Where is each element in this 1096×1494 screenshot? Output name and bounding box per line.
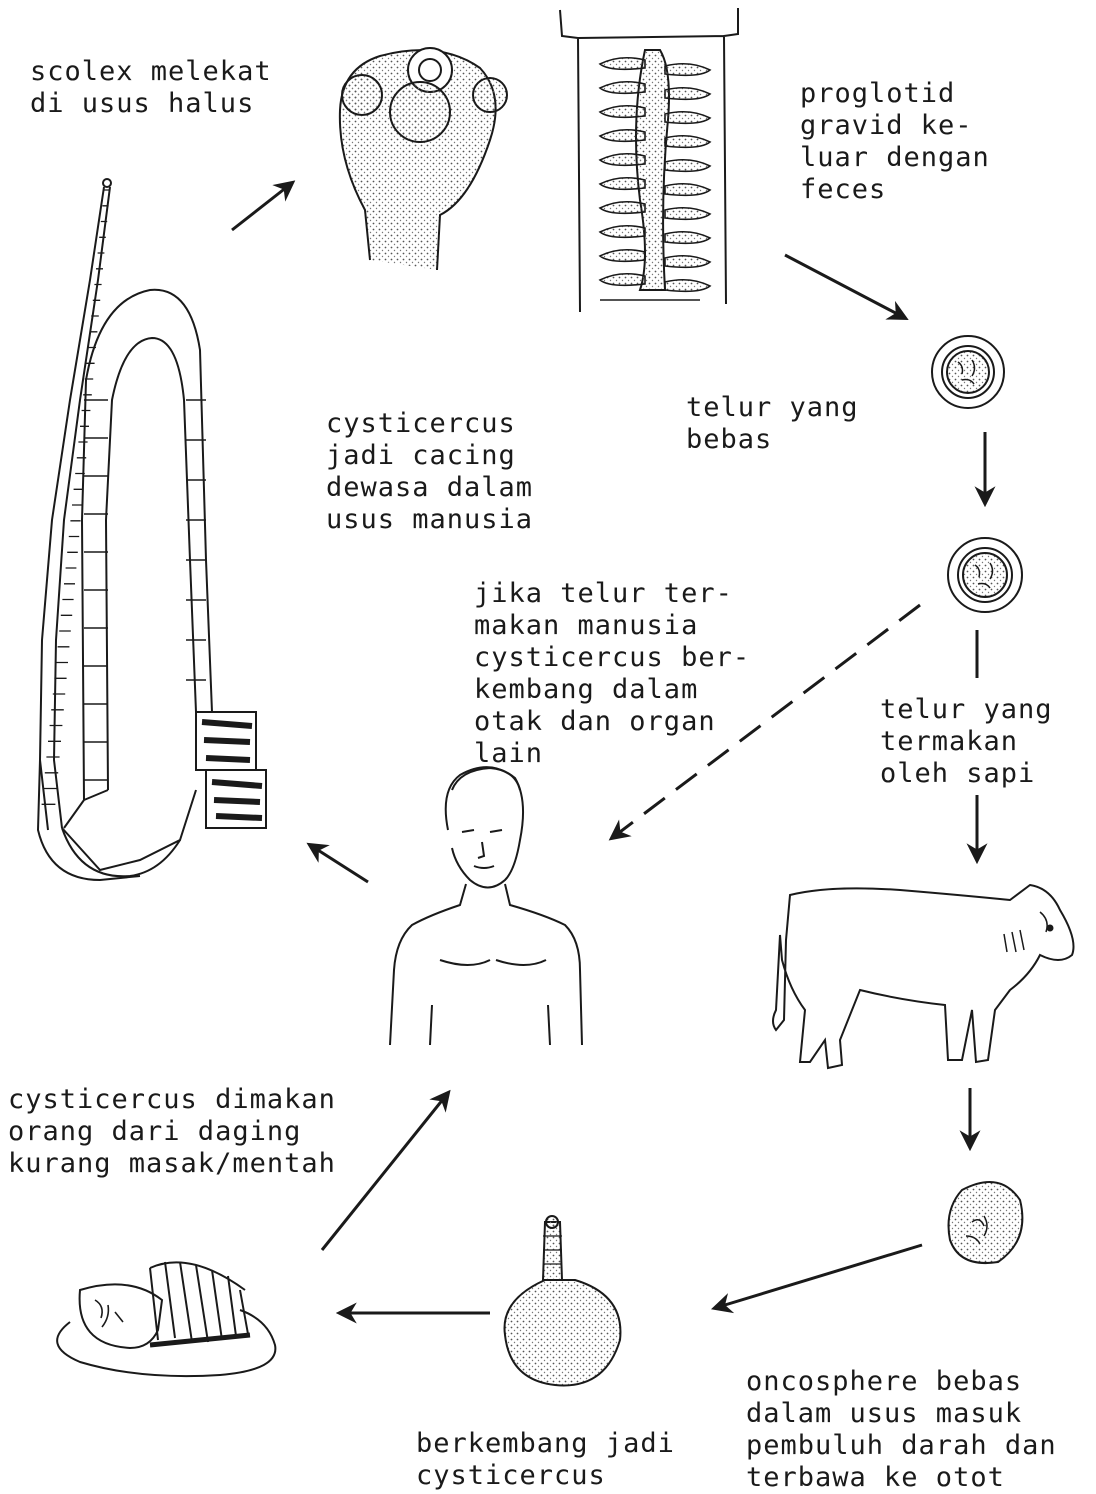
label-telur-bebas: telur yang bebas <box>686 392 859 456</box>
gravid-proglottid-figure <box>560 8 738 312</box>
label-dimakan: cysticercus dimakan orang dari daging ku… <box>8 1084 336 1180</box>
arrow-human-to-worm <box>310 845 368 882</box>
oncosphere-figure <box>949 1182 1023 1263</box>
label-proglotid: proglotid gravid ke- luar dengan feces <box>800 78 990 206</box>
cysticercus-figure <box>505 1216 621 1385</box>
arrow-proglottid-to-egg <box>785 255 905 318</box>
label-scolex: scolex melekat di usus halus <box>30 56 272 120</box>
arrow-oncosphere-to-cysticercus <box>715 1245 922 1308</box>
free-egg-figure <box>932 336 1004 408</box>
raw-meat-figure <box>57 1262 275 1376</box>
label-telur-termakan: telur yang termakan oleh sapi <box>880 694 1053 790</box>
adult-tapeworm-figure <box>38 179 266 880</box>
label-oncosphere: oncosphere bebas dalam usus masuk pembul… <box>746 1366 1057 1494</box>
human-torso-figure <box>390 767 582 1045</box>
label-cysticercus-dewasa: cysticercus jadi cacing dewasa dalam usu… <box>326 408 533 536</box>
arrow-worm-to-scolex <box>232 183 292 230</box>
label-jika-telur: jika telur ter- makan manusia cysticercu… <box>474 578 750 770</box>
label-berkembang: berkembang jadi cysticercus <box>416 1428 675 1492</box>
scolex-figure <box>340 48 507 270</box>
cow-figure <box>773 885 1074 1068</box>
ingested-egg-figure <box>948 538 1022 612</box>
arrow-meat-to-human <box>322 1093 448 1250</box>
